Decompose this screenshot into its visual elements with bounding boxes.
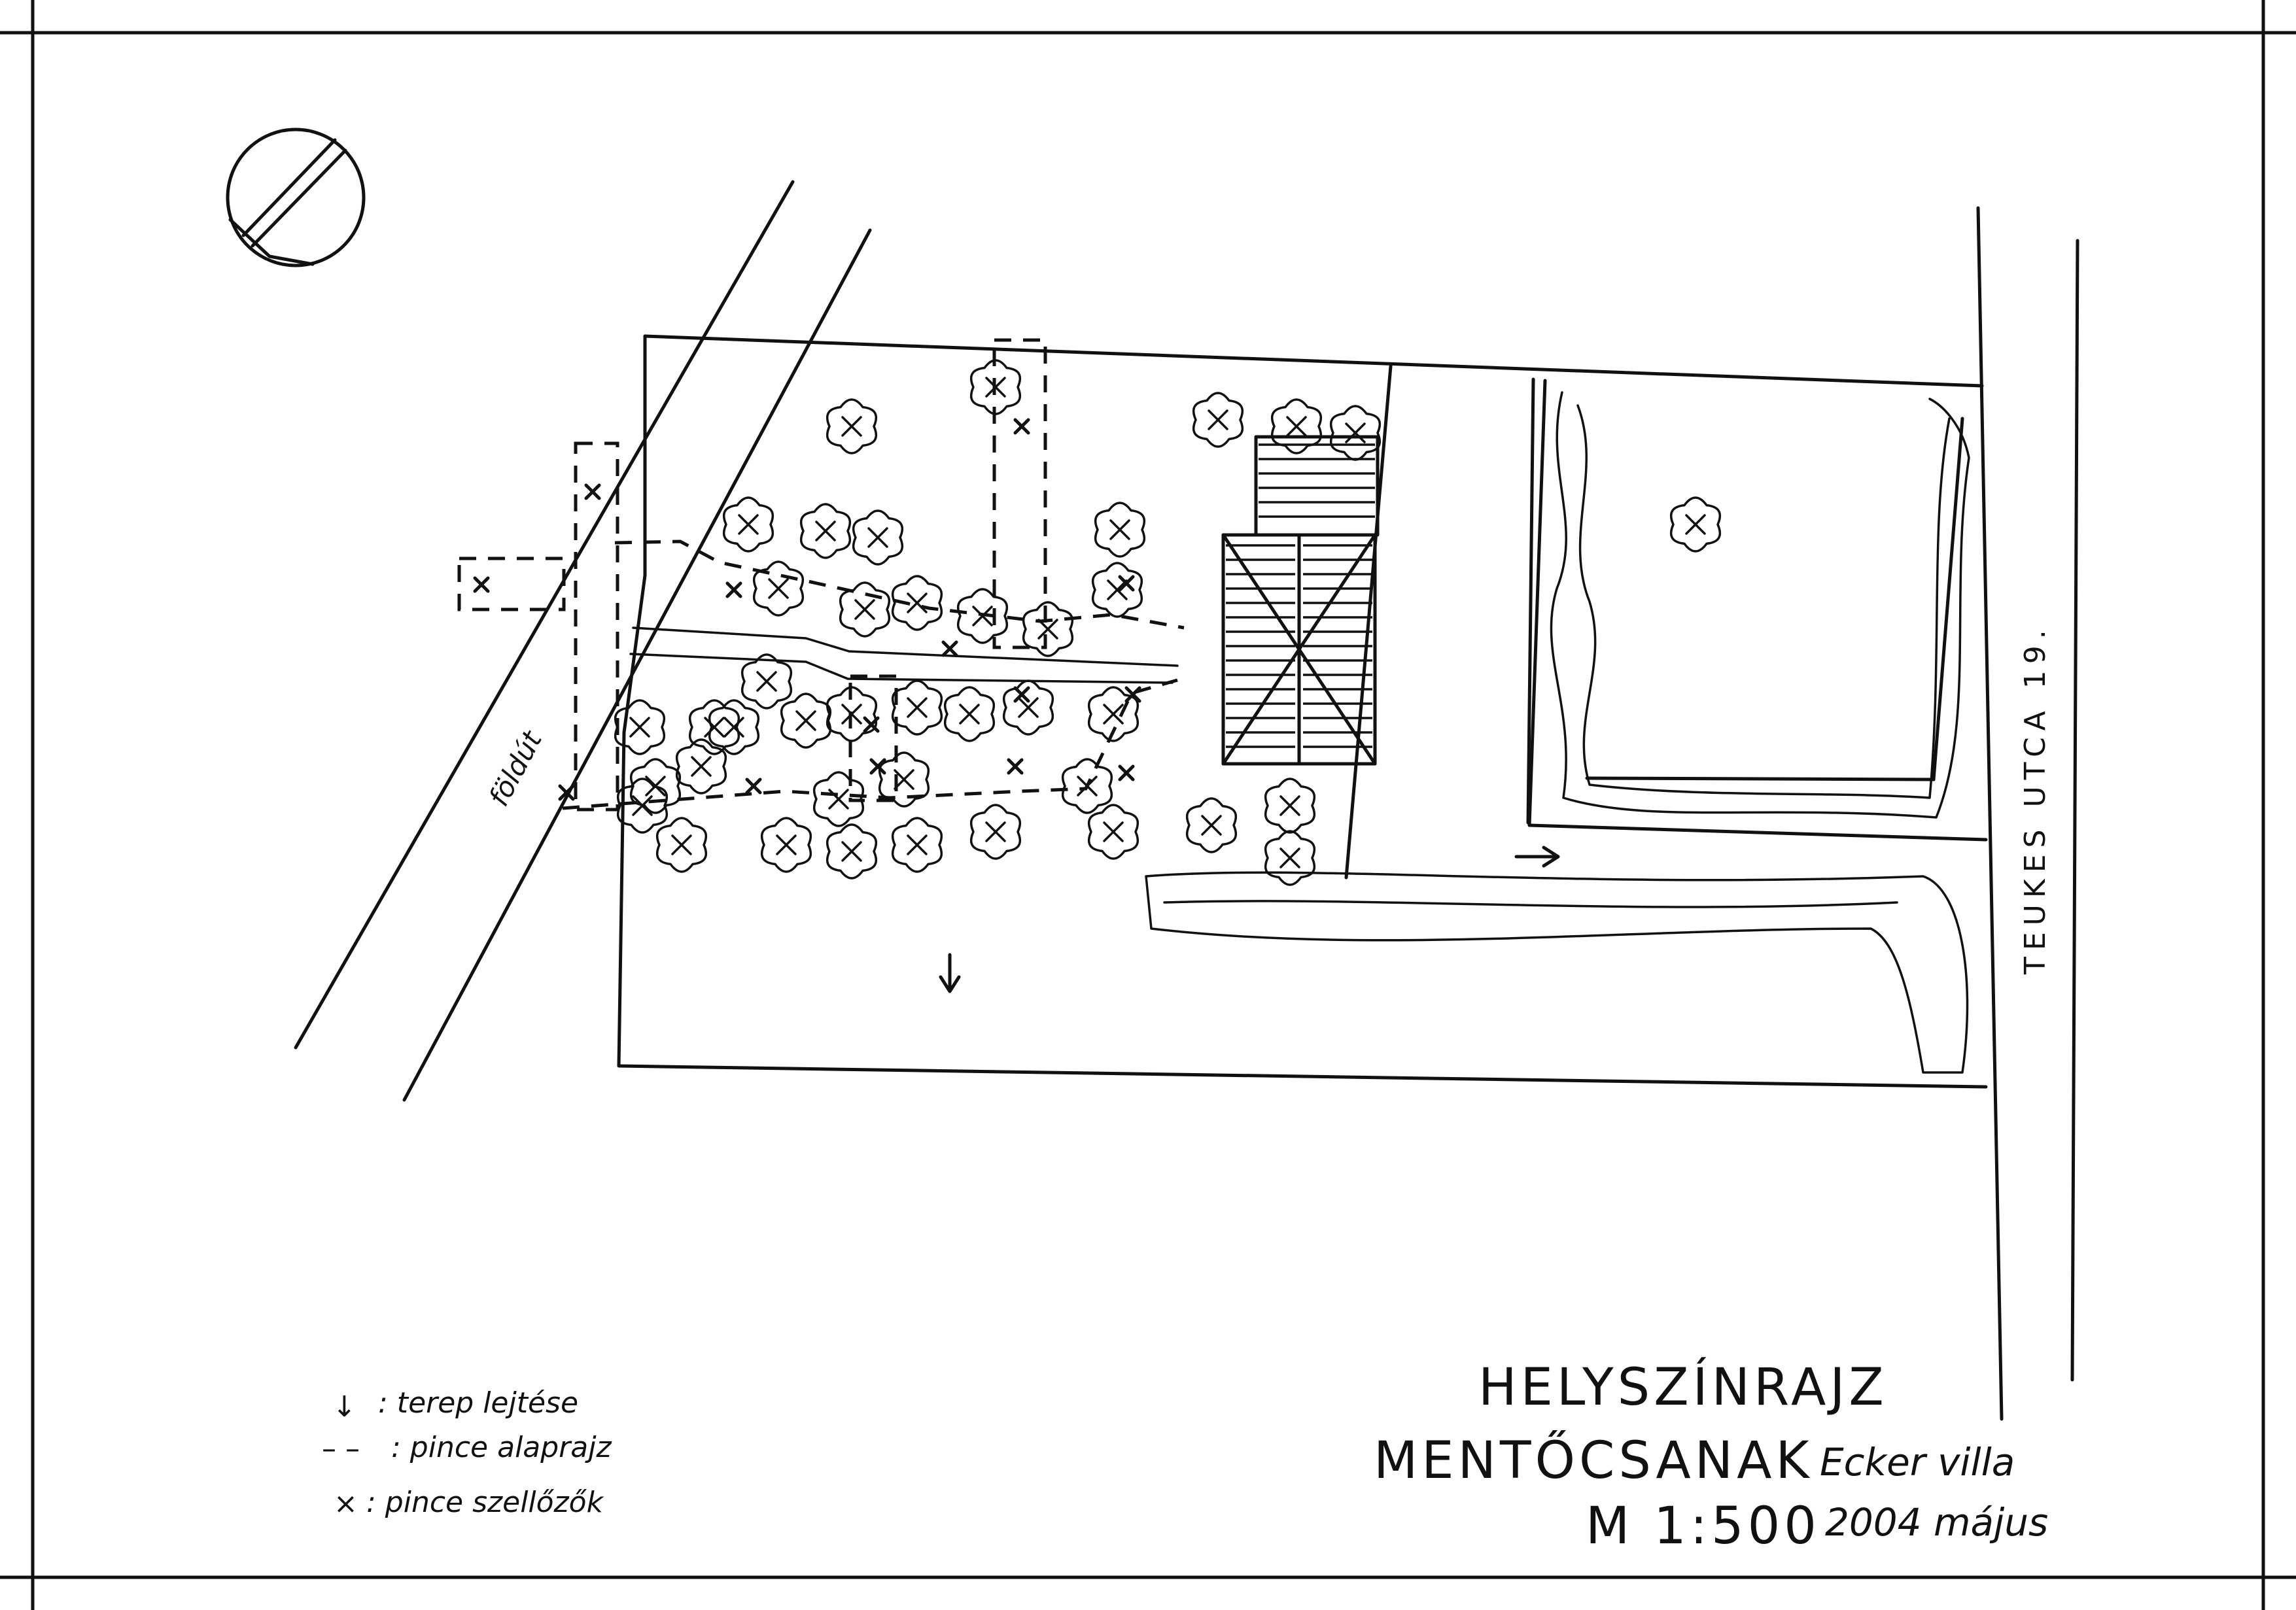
title-mentocsanak: MENTŐCSANAK <box>1374 1430 1813 1490</box>
tree-icon <box>943 686 996 742</box>
tree-icon <box>826 686 878 742</box>
vent-marker-icon <box>473 576 490 593</box>
villa-building <box>1221 435 1380 766</box>
tree-icon <box>1094 502 1146 558</box>
dirt-road <box>294 180 872 1102</box>
tree-symbols <box>614 359 1722 886</box>
north-arrow-icon <box>226 128 366 267</box>
vent-marker-icon <box>584 483 601 500</box>
tree-icon <box>1192 392 1244 448</box>
tree-icon <box>969 359 1022 415</box>
vent-marker-icon <box>1013 686 1030 703</box>
hedge-front <box>1145 871 1969 1074</box>
tree-icon <box>1087 686 1139 742</box>
tree-icon <box>1091 562 1143 618</box>
cellar-outline <box>457 338 1185 812</box>
tree-icon <box>1061 758 1113 814</box>
garden-path <box>629 626 1179 684</box>
driveway <box>1344 364 1535 880</box>
vent-marker-icon <box>1118 764 1135 781</box>
vent-marker-icon <box>1013 418 1030 435</box>
tree-icon <box>688 699 740 755</box>
tree-icon <box>1264 830 1316 886</box>
tree-icon <box>1329 405 1382 461</box>
tree-icon <box>1087 804 1139 860</box>
legend-symbol-slope: ↓ <box>332 1390 357 1424</box>
tree-icon <box>969 804 1022 860</box>
tree-icon <box>1264 778 1316 834</box>
tree-icon <box>675 738 727 795</box>
tree-icon <box>655 817 708 873</box>
legend-text-slope: : terep lejtése <box>378 1386 578 1420</box>
tree-icon <box>616 778 669 834</box>
vent-marker-icon <box>1118 575 1135 592</box>
street-teukes <box>1976 206 2079 1421</box>
vent-marker-icon <box>745 778 762 795</box>
tree-icon <box>740 653 793 710</box>
legend-item-cellar-plan: – – : pince alaprajz <box>322 1431 612 1465</box>
title-block: HELYSZÍNRAJZ MENTŐCSANAK Ecker villa M 1… <box>1374 1357 2048 1556</box>
title-building-name: Ecker villa <box>1820 1440 2015 1484</box>
tree-icon <box>852 509 904 566</box>
tree-icon <box>812 771 865 827</box>
tree-icon <box>1270 398 1323 454</box>
slope-arrow-right-icon <box>1514 846 1560 868</box>
legend-text-cellar-plan: : pince alaprajz <box>391 1431 612 1464</box>
hedge-garden <box>1550 391 1970 819</box>
title-scale: M 1:500 <box>1586 1497 1820 1556</box>
tree-icon <box>891 817 943 873</box>
plot-boundary <box>617 334 1988 1089</box>
tree-icon <box>614 699 666 755</box>
tree-icon <box>780 693 832 749</box>
legend-text-cellar-vents: : pince szellőzők <box>366 1486 604 1519</box>
tree-icon <box>878 751 930 808</box>
tree-icon <box>752 560 805 617</box>
tree-icon <box>722 496 774 553</box>
tree-icon <box>708 699 760 755</box>
vent-marker-icon <box>1007 758 1024 775</box>
vent-marker-icon <box>1124 686 1141 703</box>
legend: ↓ : terep lejtése – – : pince alaprajz ×… <box>322 1386 612 1520</box>
tree-icon <box>1002 679 1054 736</box>
slope-arrow-down-icon <box>939 953 961 993</box>
tree-icon <box>839 581 891 638</box>
tree-icon <box>1669 496 1722 553</box>
tree-icon <box>760 817 812 873</box>
tree-icon <box>826 823 878 880</box>
legend-symbol-cellar-vents: × <box>334 1487 358 1520</box>
tree-icon <box>891 575 943 631</box>
tree-icon <box>799 503 852 559</box>
vent-marker-icon <box>558 784 575 801</box>
title-helyszinrajz: HELYSZÍNRAJZ <box>1478 1357 1888 1417</box>
vent-marker-icon <box>725 581 742 598</box>
title-date: 2004 május <box>1825 1500 2048 1545</box>
tree-icon <box>1185 797 1238 853</box>
walled-garden <box>1527 379 1988 842</box>
tree-icon <box>826 398 878 454</box>
vent-marker-icon <box>941 640 958 657</box>
cellar-vent-markers <box>473 418 1141 801</box>
vent-marker-icon <box>869 758 886 775</box>
roof-hatch <box>1226 443 1375 748</box>
road-label: földút <box>483 725 549 812</box>
tree-icon <box>1022 601 1074 657</box>
legend-item-slope: ↓ : terep lejtése <box>332 1386 578 1424</box>
street-label: TEUKES UTCA 19. <box>2019 623 2052 975</box>
legend-symbol-cellar-plan: – – <box>322 1432 360 1465</box>
tree-icon <box>891 679 943 736</box>
tree-icon <box>956 588 1009 644</box>
legend-item-cellar-vents: × : pince szellőzők <box>334 1486 604 1520</box>
